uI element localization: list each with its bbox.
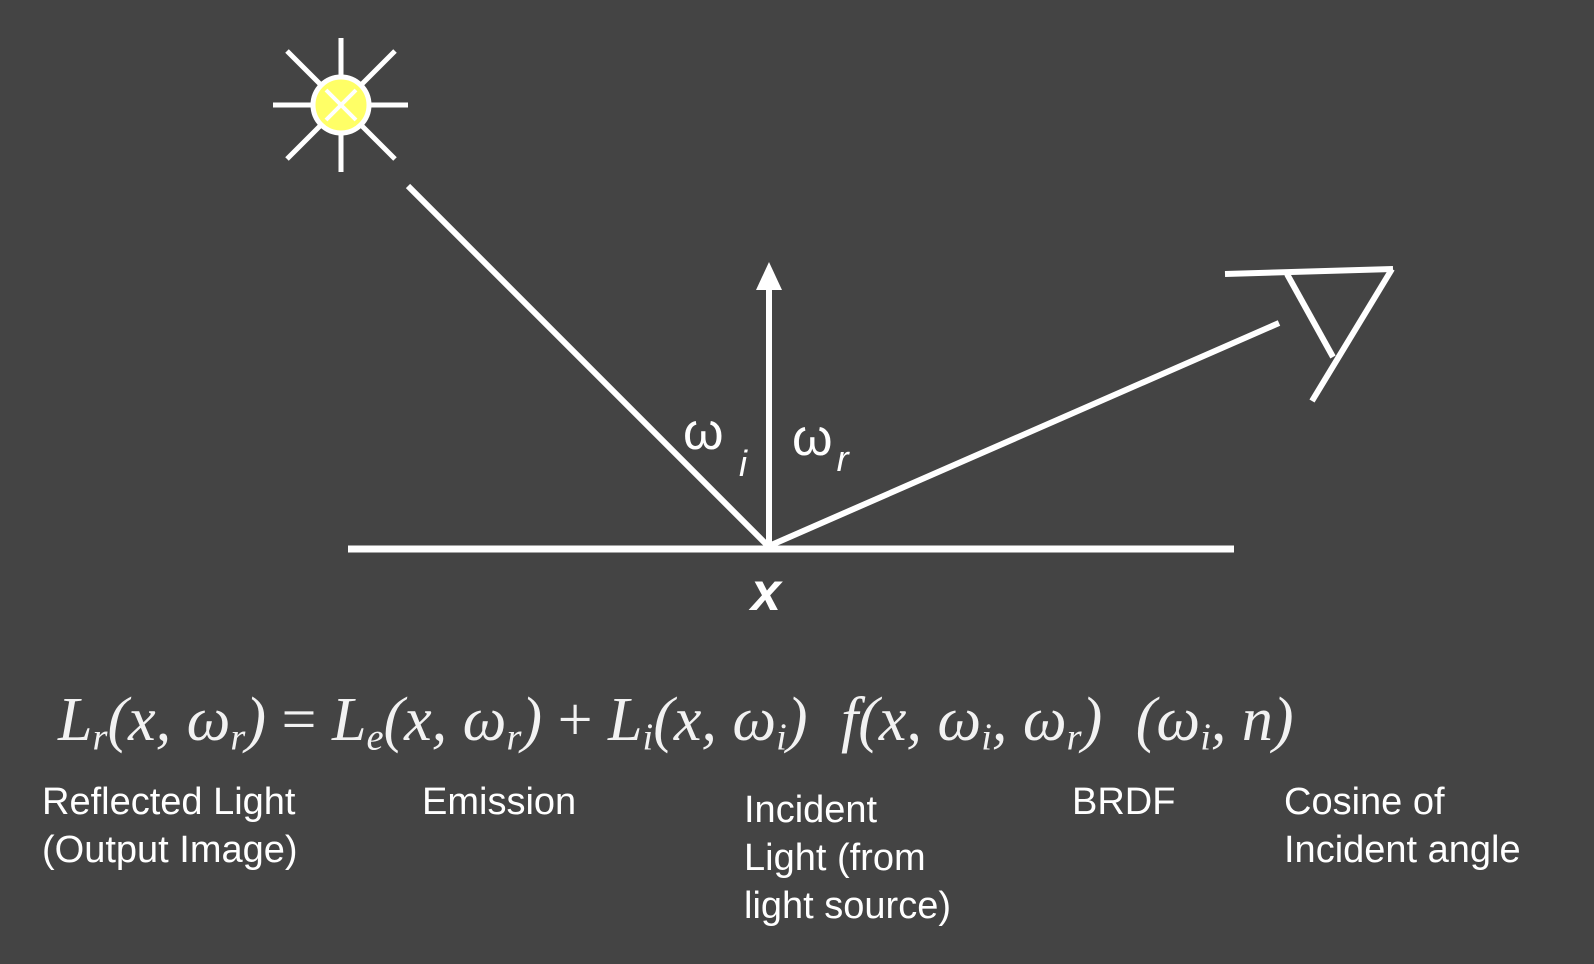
cosine-label: Cosine of Incident angle: [1284, 781, 1521, 871]
eye-icon: [1224, 266, 1395, 403]
plus-sign: +: [557, 686, 593, 754]
sun-icon: [273, 38, 408, 172]
normal-arrowhead: [756, 262, 782, 290]
incident-angle-subscript: i: [739, 443, 747, 484]
emission-label: Emission: [422, 781, 577, 823]
incident-angle-label: ω: [683, 403, 724, 461]
incident-term: Li(x, ωi): [608, 686, 808, 759]
reflected-light-label: Reflected Light (Output Image): [42, 781, 298, 871]
reflected-radiance-term: Lr(x, ωr): [58, 686, 266, 759]
reflected-ray: [767, 320, 1281, 549]
brdf-label: BRDF: [1072, 781, 1176, 823]
brdf-term: f(x, ωi, ωr): [841, 686, 1103, 759]
cosine-term: (ωi, n): [1135, 686, 1294, 759]
point-label: x: [751, 562, 782, 622]
equals-sign: =: [281, 686, 317, 754]
incident-light-label: Incident Light (from light source): [744, 789, 951, 927]
incident-ray: [405, 183, 771, 549]
emission-term: Le(x, ωr): [331, 686, 543, 759]
rendering-equation: Lr(x, ωr) = Le(x, ωr) + Li(x, ωi) f(x, ω…: [58, 680, 1294, 778]
